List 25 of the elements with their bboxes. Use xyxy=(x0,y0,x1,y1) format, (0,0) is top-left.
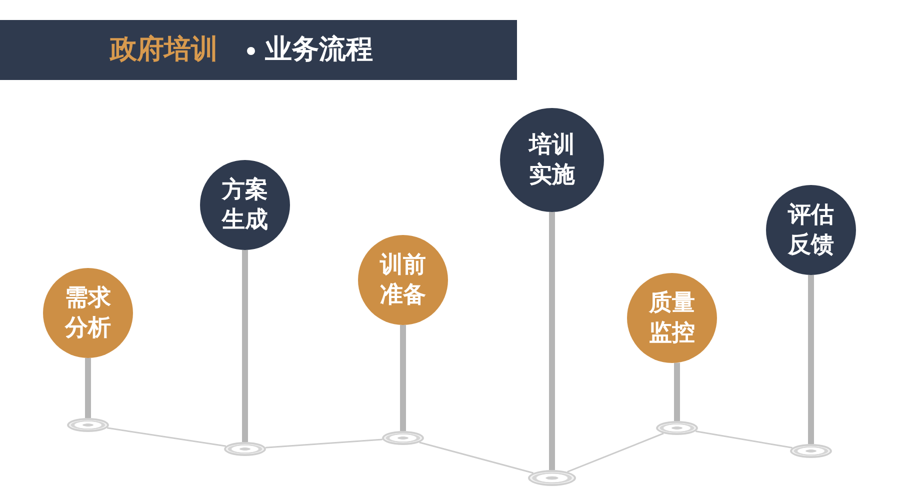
step-circle: 培训实施 xyxy=(500,108,604,212)
base-disc xyxy=(67,418,109,432)
connector-line xyxy=(106,427,226,447)
connector-line xyxy=(696,430,792,449)
step-circle: 方案生成 xyxy=(200,160,290,250)
base-disc xyxy=(528,470,576,486)
step-circle: 需求分析 xyxy=(43,268,133,358)
pole xyxy=(85,358,91,418)
step-circle: 评估反馈 xyxy=(766,185,856,275)
connector-line xyxy=(567,432,664,473)
title-text: 业务流程 xyxy=(265,33,373,67)
step-circle: 质量监控 xyxy=(627,273,717,363)
base-disc xyxy=(790,444,832,458)
base-disc xyxy=(382,431,424,445)
base-disc xyxy=(656,421,698,435)
connector-line xyxy=(419,442,534,474)
step-circle: 训前准备 xyxy=(358,235,448,325)
pole xyxy=(242,250,248,442)
pole xyxy=(674,362,680,421)
base-disc xyxy=(224,442,266,456)
title-text: 政府培训 xyxy=(110,33,218,67)
pole xyxy=(549,212,555,470)
pole xyxy=(400,325,406,431)
connector-line xyxy=(266,438,382,448)
pole xyxy=(808,275,814,444)
